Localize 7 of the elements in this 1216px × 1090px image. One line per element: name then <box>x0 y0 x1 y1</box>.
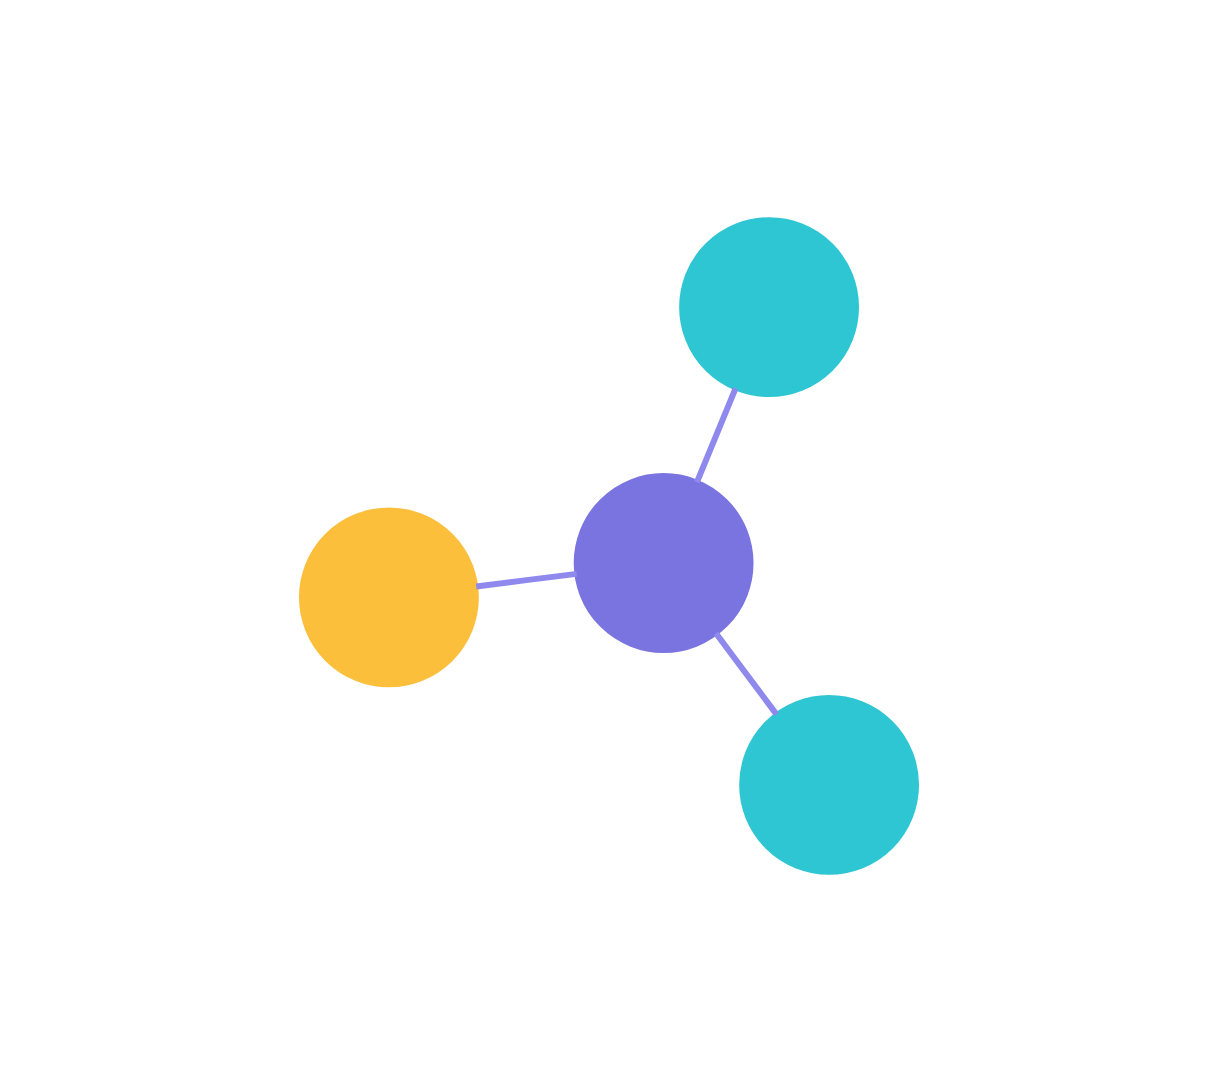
connector <box>712 630 778 716</box>
node-circle <box>572 472 753 652</box>
connector <box>474 569 577 589</box>
node-circle <box>738 693 918 874</box>
connector <box>693 386 738 483</box>
node-circle <box>298 506 478 687</box>
node-circle <box>678 216 858 397</box>
